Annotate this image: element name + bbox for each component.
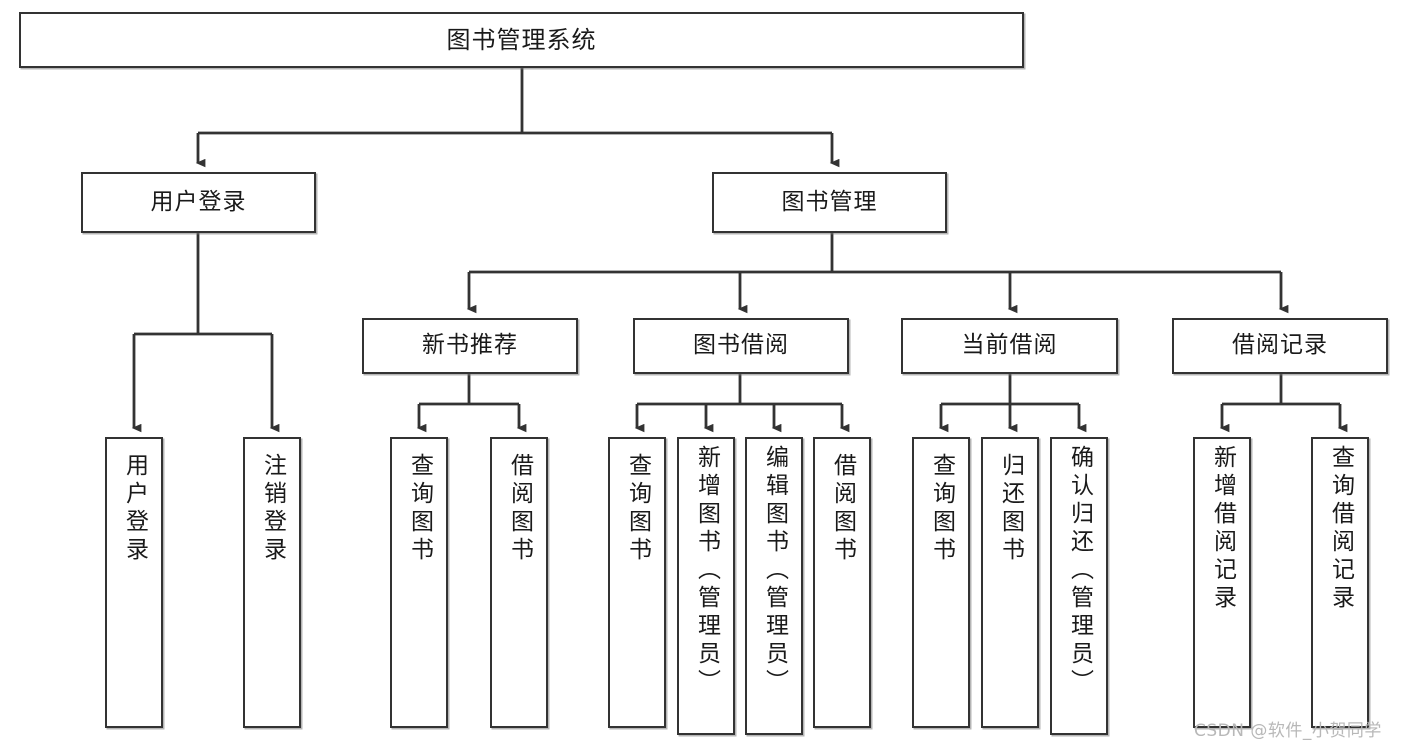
node-label: 查询借阅记录 (1327, 445, 1354, 613)
node-leaf-user-login[interactable]: 用户登录 (105, 437, 163, 728)
node-label: 借阅图书 (829, 453, 856, 565)
node-label: 归还图书 (997, 453, 1024, 565)
node-label: 新书推荐 (422, 332, 518, 359)
node-root-system[interactable]: 图书管理系统 (19, 12, 1024, 68)
node-label: 编辑图书（管理员） (761, 445, 788, 697)
node-label: 查询图书 (406, 453, 433, 565)
node-leaf-user-logout[interactable]: 注销登录 (243, 437, 301, 728)
node-label: 新增图书（管理员） (693, 445, 720, 697)
node-leaf-query-book-1[interactable]: 查询图书 (390, 437, 448, 728)
node-leaf-edit-book[interactable]: 编辑图书（管理员） (745, 437, 803, 735)
node-borrow-record[interactable]: 借阅记录 (1172, 318, 1388, 374)
node-leaf-confirm-return[interactable]: 确认归还（管理员） (1050, 437, 1108, 735)
node-label: 用户登录 (121, 453, 148, 565)
node-label: 查询图书 (624, 453, 651, 565)
node-label: 注销登录 (259, 453, 286, 565)
node-label: 查询图书 (928, 453, 955, 565)
node-label: 图书管理 (781, 188, 878, 215)
node-leaf-add-record[interactable]: 新增借阅记录 (1193, 437, 1251, 728)
node-label: 借阅记录 (1232, 332, 1328, 359)
node-leaf-borrow-book-1[interactable]: 借阅图书 (490, 437, 548, 728)
node-leaf-return-book[interactable]: 归还图书 (981, 437, 1039, 728)
node-book-manage[interactable]: 图书管理 (712, 172, 947, 233)
csdn-watermark: CSDN @软件_小贺同学 (1194, 721, 1382, 741)
node-new-book-recommend[interactable]: 新书推荐 (362, 318, 578, 374)
node-leaf-query-book-3[interactable]: 查询图书 (912, 437, 970, 728)
node-label: 确认归还（管理员） (1066, 445, 1093, 697)
node-label: 图书借阅 (693, 332, 789, 359)
node-label: 借阅图书 (506, 453, 533, 565)
node-leaf-query-book-2[interactable]: 查询图书 (608, 437, 666, 728)
node-leaf-borrow-book-2[interactable]: 借阅图书 (813, 437, 871, 728)
node-label: 新增借阅记录 (1209, 445, 1236, 613)
node-label: 图书管理系统 (446, 25, 597, 54)
node-label: 当前借阅 (961, 332, 1058, 359)
node-book-borrow[interactable]: 图书借阅 (633, 318, 849, 374)
node-current-borrow[interactable]: 当前借阅 (901, 318, 1118, 374)
node-leaf-query-record[interactable]: 查询借阅记录 (1311, 437, 1369, 728)
node-label: 用户登录 (150, 188, 247, 215)
node-user-login[interactable]: 用户登录 (81, 172, 316, 233)
node-leaf-add-book[interactable]: 新增图书（管理员） (677, 437, 735, 735)
